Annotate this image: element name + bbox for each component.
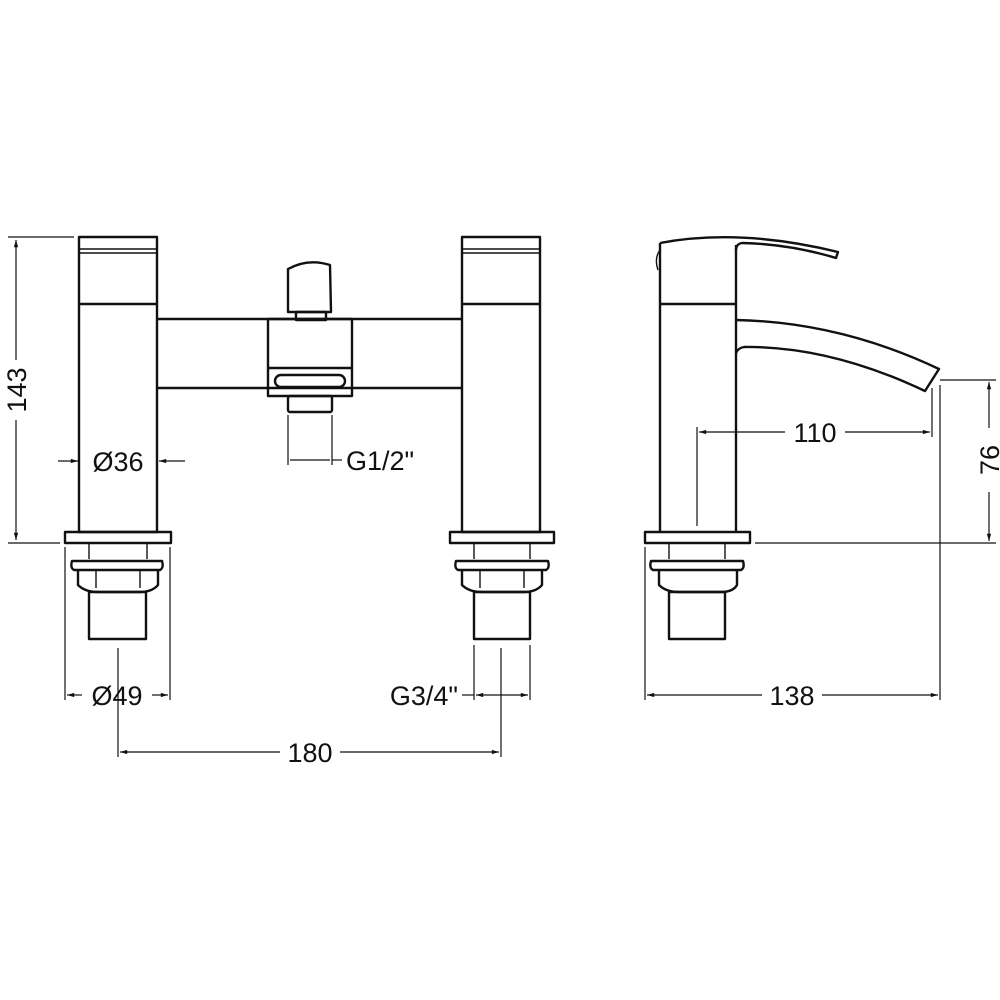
diverter — [266, 261, 354, 414]
label-138: 138 — [769, 681, 814, 711]
bridge — [157, 317, 462, 390]
dimension-centres-180: 180 — [117, 648, 502, 768]
left-fitting — [63, 530, 173, 641]
dimension-height-76: 76 — [755, 379, 1000, 544]
label-110: 110 — [793, 418, 836, 448]
label-d49: Ø49 — [91, 681, 142, 711]
label-g34: G3/4" — [390, 681, 458, 711]
right-pillar — [460, 235, 542, 534]
side-view — [643, 236, 941, 641]
spout — [734, 318, 941, 393]
side-fitting — [643, 530, 752, 641]
front-view — [63, 235, 556, 641]
dimension-reach-110: 110 — [696, 388, 933, 526]
right-fitting — [448, 530, 556, 641]
dimension-inlet-thread: G3/4" — [390, 645, 531, 711]
dimension-outlet-thread: G1/2" — [287, 415, 414, 476]
label-180: 180 — [287, 738, 332, 768]
dimension-height-143: 143 — [2, 236, 74, 544]
label-76: 76 — [975, 445, 1000, 475]
side-body — [655, 243, 738, 532]
left-pillar — [77, 235, 159, 534]
dimension-diameter-36: Ø36 — [58, 447, 185, 477]
dimension-flange-49: Ø49 — [64, 547, 171, 711]
label-d36: Ø36 — [92, 447, 143, 477]
dimension-depth-138: 138 — [644, 385, 941, 711]
label-143: 143 — [2, 367, 32, 412]
lever-handle — [659, 236, 840, 260]
label-g12: G1/2" — [346, 446, 414, 476]
